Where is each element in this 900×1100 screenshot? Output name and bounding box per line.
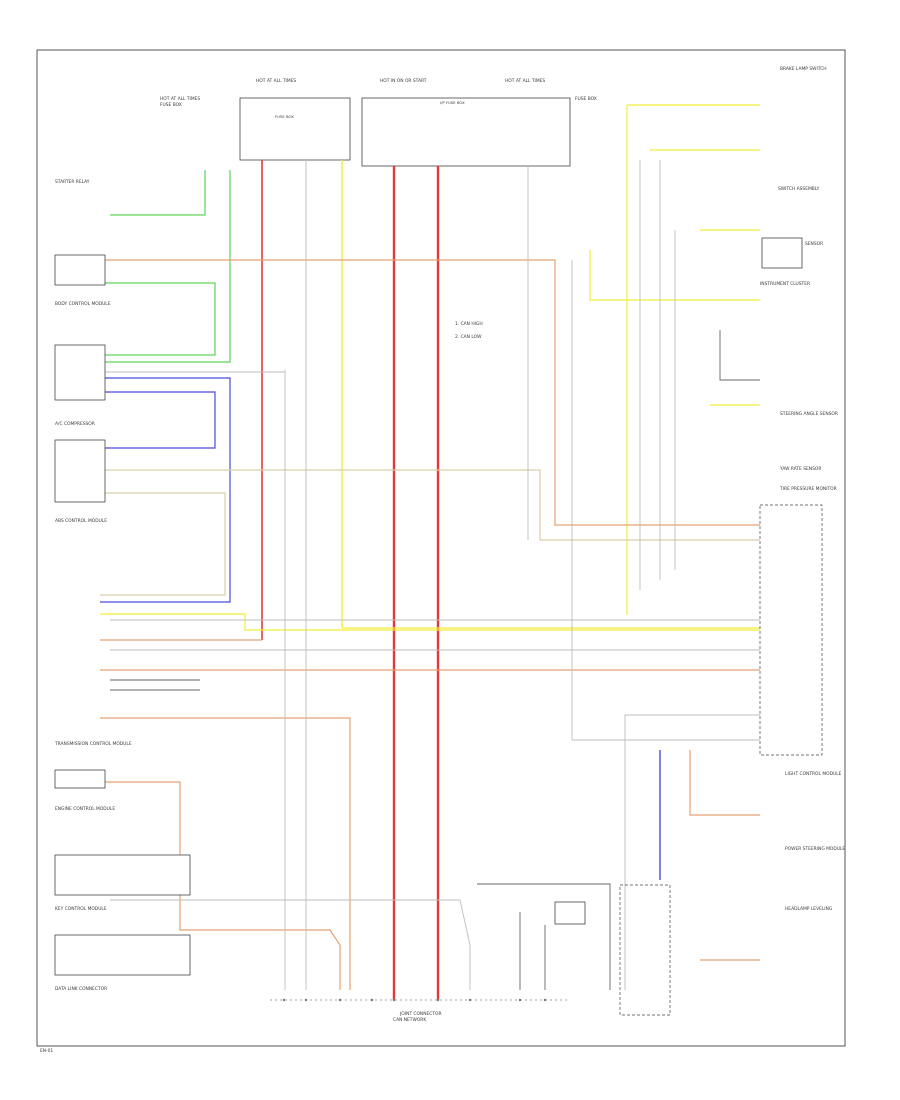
label-abs-module: ABS CONTROL MODULE (55, 518, 107, 524)
label-fuse-box-left-inner: FUSE BOX (275, 114, 294, 119)
label-key-control: KEY CONTROL MODULE (55, 906, 107, 912)
label-right-module-e: TIRE PRESSURE MONITOR (779, 486, 837, 492)
wire-green-3 (100, 170, 231, 363)
label-ecm: ENGINE CONTROL MODULE (55, 806, 115, 812)
module-left-4 (54, 769, 106, 789)
label-fuse-box-mid-inner: I/P FUSE BOX (440, 100, 465, 105)
note-2: 2. CAN LOW (455, 334, 482, 340)
module-right-sensor (761, 237, 803, 269)
fuse-box-mid (361, 97, 571, 167)
label-ac-compressor: A/C COMPRESSOR (55, 421, 95, 427)
module-left-1 (54, 254, 106, 286)
wire-orange-1 (100, 259, 760, 526)
module-bottom-mid (554, 901, 586, 925)
label-gateway: DATA LINK CONNECTOR (55, 986, 107, 992)
label-corner-code: EN-01 (40, 1048, 53, 1054)
module-left-6 (54, 934, 191, 976)
label-fuse-box-left: FUSE BOX (160, 102, 182, 108)
label-body-control: BODY CONTROL MODULE (55, 301, 111, 307)
label-hot-left: HOT AT ALL TIMES (160, 96, 200, 102)
label-hot-right: HOT AT ALL TIMES (505, 78, 545, 84)
module-left-3 (54, 439, 106, 503)
wire-green-1 (110, 170, 206, 216)
label-starter-relay: STARTER RELAY (55, 179, 90, 185)
label-right-module-d: YAW RATE SENSOR (779, 466, 821, 472)
bottom-pins (282, 998, 547, 1002)
wire-dark-3 (477, 883, 611, 990)
note-1: 1. CAN HIGH (455, 321, 483, 327)
module-bottom-right (619, 884, 671, 1016)
label-right-module-c: STEERING ANGLE SENSOR (780, 411, 838, 417)
wire-tan-2 (100, 469, 760, 541)
label-instrument-cluster: INSTRUMENT CLUSTER (760, 281, 810, 287)
wire-blue-1 (100, 377, 231, 603)
wire-yellow-8 (100, 613, 760, 631)
label-bottom-block-sub: CAN NETWORK (393, 1017, 426, 1023)
label-right-module-g: POWER STEERING MODULE (785, 846, 845, 852)
label-right-module-b: SENSOR (805, 241, 823, 247)
label-top-right-module: BRAKE LAMP SWITCH (780, 66, 827, 72)
wire-orange-4 (100, 781, 341, 990)
label-bottom-block: JOINT CONNECTOR (399, 1011, 442, 1017)
diagram-frame (36, 49, 846, 1047)
wire-green-2 (100, 282, 216, 356)
wire-yellow-4 (589, 250, 760, 301)
module-left-5 (54, 854, 191, 896)
wire-gray-12 (110, 899, 471, 990)
wire-orange-5 (100, 717, 351, 990)
label-tcm: TRANSMISSION CONTROL MODULE (54, 741, 132, 747)
wire-orange-6 (689, 750, 760, 816)
label-right-module-h: HEADLAMP LEVELING (785, 906, 833, 912)
label-right-module-f: LIGHT CONTROL MODULE (785, 771, 842, 777)
fuse-box-left (239, 97, 351, 161)
wire-blue-2 (100, 391, 216, 449)
label-hot-mid: HOT IN ON OR START (380, 78, 427, 84)
label-fuse-box-left-top: HOT AT ALL TIMES (256, 78, 296, 84)
module-left-2 (54, 344, 106, 401)
label-right-module-a: SWITCH ASSEMBLY (778, 186, 820, 192)
wire-tan-1 (100, 492, 226, 596)
module-right-connector (759, 504, 823, 756)
wire-dark-6 (719, 330, 760, 381)
label-fuse-box-right: FUSE BOX (575, 96, 597, 102)
